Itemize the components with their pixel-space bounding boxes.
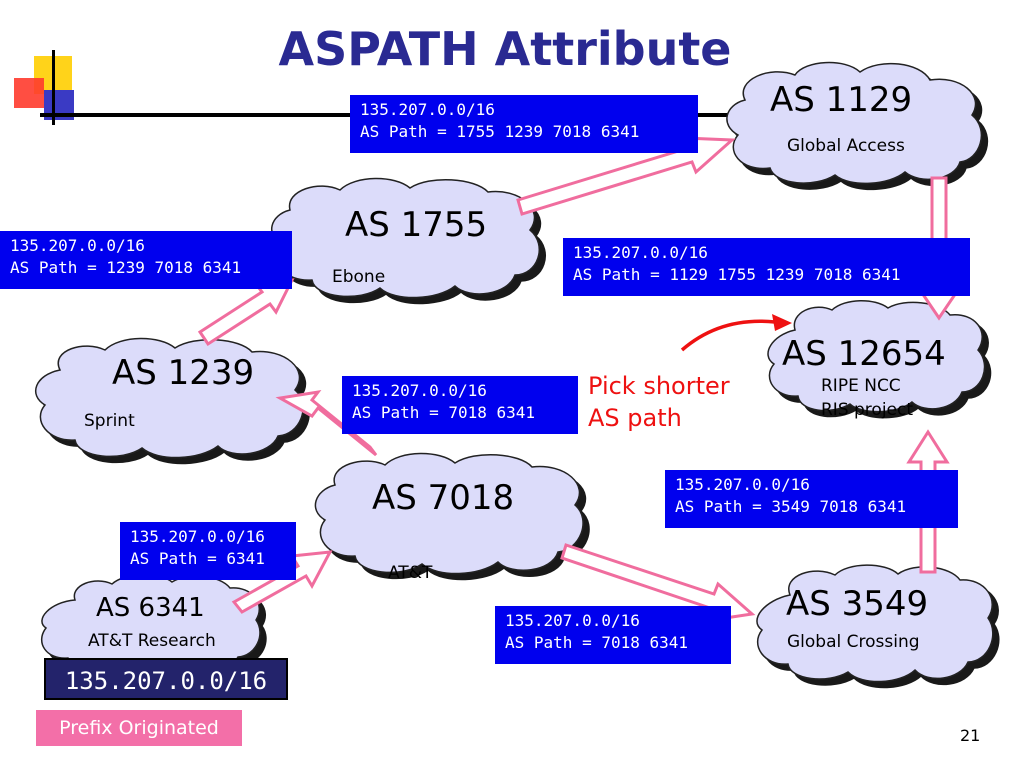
arrow-7018-to-1239 <box>275 389 378 457</box>
route-box-to-1239: 135.207.0.0/16 AS Path = 7018 6341 <box>342 376 578 434</box>
route-prefix: 135.207.0.0/16 <box>360 100 495 119</box>
route-box-to-1755: 135.207.0.0/16 AS Path = 1239 7018 6341 <box>0 231 292 289</box>
route-box-to-3549: 135.207.0.0/16 AS Path = 7018 6341 <box>495 606 731 664</box>
as1129-name: AS 1129 <box>770 80 913 120</box>
as3549-name: AS 3549 <box>786 584 929 624</box>
route-box-to-12654-via-1129: 135.207.0.0/16 AS Path = 1129 1755 1239 … <box>563 238 970 296</box>
route-prefix: 135.207.0.0/16 <box>505 611 640 630</box>
pick-line-1: Pick shorter <box>588 372 730 400</box>
route-box-to-7018: 135.207.0.0/16 AS Path = 6341 <box>120 522 296 580</box>
cloud-as7018 <box>314 452 584 575</box>
as12654-sub-line1: RIPE NCC <box>821 376 901 396</box>
route-prefix: 135.207.0.0/16 <box>675 475 810 494</box>
route-as-path: AS Path = 1129 1755 1239 7018 6341 <box>573 265 901 284</box>
page-number: 21 <box>960 726 981 745</box>
pick-shorter-pointer <box>680 314 792 352</box>
cloud-as1129 <box>726 61 983 185</box>
route-prefix: 135.207.0.0/16 <box>10 236 145 255</box>
title-vertical-rule <box>52 50 55 125</box>
as1239-name: AS 1239 <box>112 353 255 393</box>
pick-shorter-annotation: Pick shorter AS path <box>588 370 730 434</box>
as12654-name: AS 12654 <box>782 334 946 374</box>
as12654-sub-line2: RIS project <box>821 400 914 420</box>
as7018-name: AS 7018 <box>372 478 515 518</box>
originated-prefix-box: 135.207.0.0/16 <box>44 658 288 700</box>
arrow-6341-to-7018 <box>231 550 333 614</box>
as3549-sub: Global Crossing <box>787 632 920 652</box>
cloud-as12654 <box>767 300 986 413</box>
route-as-path: AS Path = 7018 6341 <box>352 403 536 422</box>
slide-title: ASPATH Attribute <box>278 22 732 76</box>
arrow-1239-to-1755 <box>197 278 295 347</box>
cloud-as3549 <box>756 564 994 683</box>
as1129-sub: Global Access <box>787 136 905 156</box>
as1755-sub: Ebone <box>332 267 386 287</box>
as7018-sub: AT&T <box>388 563 433 583</box>
route-as-path: AS Path = 6341 <box>130 549 265 568</box>
as1239-sub: Sprint <box>84 411 135 431</box>
pick-line-2: AS path <box>588 404 682 432</box>
route-box-to-1129: 135.207.0.0/16 AS Path = 1755 1239 7018 … <box>350 95 698 153</box>
route-prefix: 135.207.0.0/16 <box>573 243 708 262</box>
prefix-originated-label: Prefix Originated <box>36 710 242 746</box>
route-prefix: 135.207.0.0/16 <box>130 527 265 546</box>
as6341-sub: AT&T Research <box>88 631 216 651</box>
route-prefix: 135.207.0.0/16 <box>352 381 487 400</box>
cloud-as1239 <box>35 337 304 459</box>
as6341-name: AS 6341 <box>96 593 205 623</box>
route-as-path: AS Path = 1239 7018 6341 <box>10 258 242 277</box>
as1755-name: AS 1755 <box>345 205 488 245</box>
route-as-path: AS Path = 3549 7018 6341 <box>675 497 907 516</box>
arrow-7018-to-3549 <box>560 543 756 622</box>
cloud-as1755 <box>271 177 540 299</box>
route-as-path: AS Path = 1755 1239 7018 6341 <box>360 122 640 141</box>
decor-red-square <box>14 78 44 108</box>
route-box-to-12654-via-3549: 135.207.0.0/16 AS Path = 3549 7018 6341 <box>665 470 958 528</box>
route-as-path: AS Path = 7018 6341 <box>505 633 689 652</box>
